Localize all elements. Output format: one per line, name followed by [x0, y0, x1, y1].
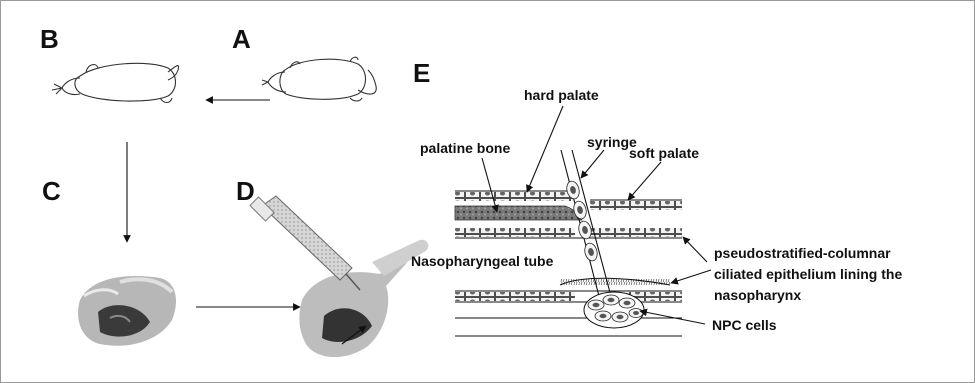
- label-nasopharyngeal-tube: Nasopharyngeal tube: [411, 253, 554, 269]
- pointer-epithelium-lower: [671, 270, 711, 283]
- photo-d-syringe-injection: [250, 196, 428, 357]
- panel-label-e: E: [413, 58, 430, 88]
- mouse-a-sketch: [262, 57, 376, 101]
- panel-label-b: B: [40, 24, 59, 54]
- label-palatine-bone: palatine bone: [420, 140, 510, 156]
- palatine-bone-shape: [455, 206, 582, 220]
- pointer-soft-palate: [628, 162, 661, 200]
- lower-palate-epithelium: [455, 228, 575, 237]
- pointer-palatine-bone: [482, 158, 497, 212]
- pointer-epithelium-upper: [683, 237, 707, 262]
- label-epithelium-line3: nasopharynx: [714, 287, 801, 303]
- panel-label-a: A: [232, 24, 251, 54]
- label-npc-cells: NPC cells: [712, 317, 777, 333]
- photo-c-mouse: [72, 265, 180, 355]
- syringe-needle: [561, 150, 612, 300]
- label-epithelium-line1: pseudostratified-columnar: [714, 245, 891, 261]
- soft-palate-epithelium: [590, 201, 682, 210]
- npc-cell-cluster: [584, 292, 644, 328]
- hard-palate-epithelium: [455, 192, 575, 201]
- lower-soft-palate-epithelium: [590, 228, 682, 237]
- label-epithelium-line2: ciliated epithelium lining the: [714, 266, 902, 282]
- label-soft-palate: soft palate: [629, 145, 699, 161]
- pointer-hard-palate: [527, 106, 563, 192]
- panel-label-c: C: [42, 176, 61, 206]
- label-hard-palate: hard palate: [524, 87, 599, 103]
- mouse-b-sketch: [52, 63, 179, 102]
- panel-label-d: D: [236, 176, 255, 206]
- pointer-syringe: [581, 150, 604, 178]
- nasopharyngeal-epithelium-left: [455, 292, 575, 301]
